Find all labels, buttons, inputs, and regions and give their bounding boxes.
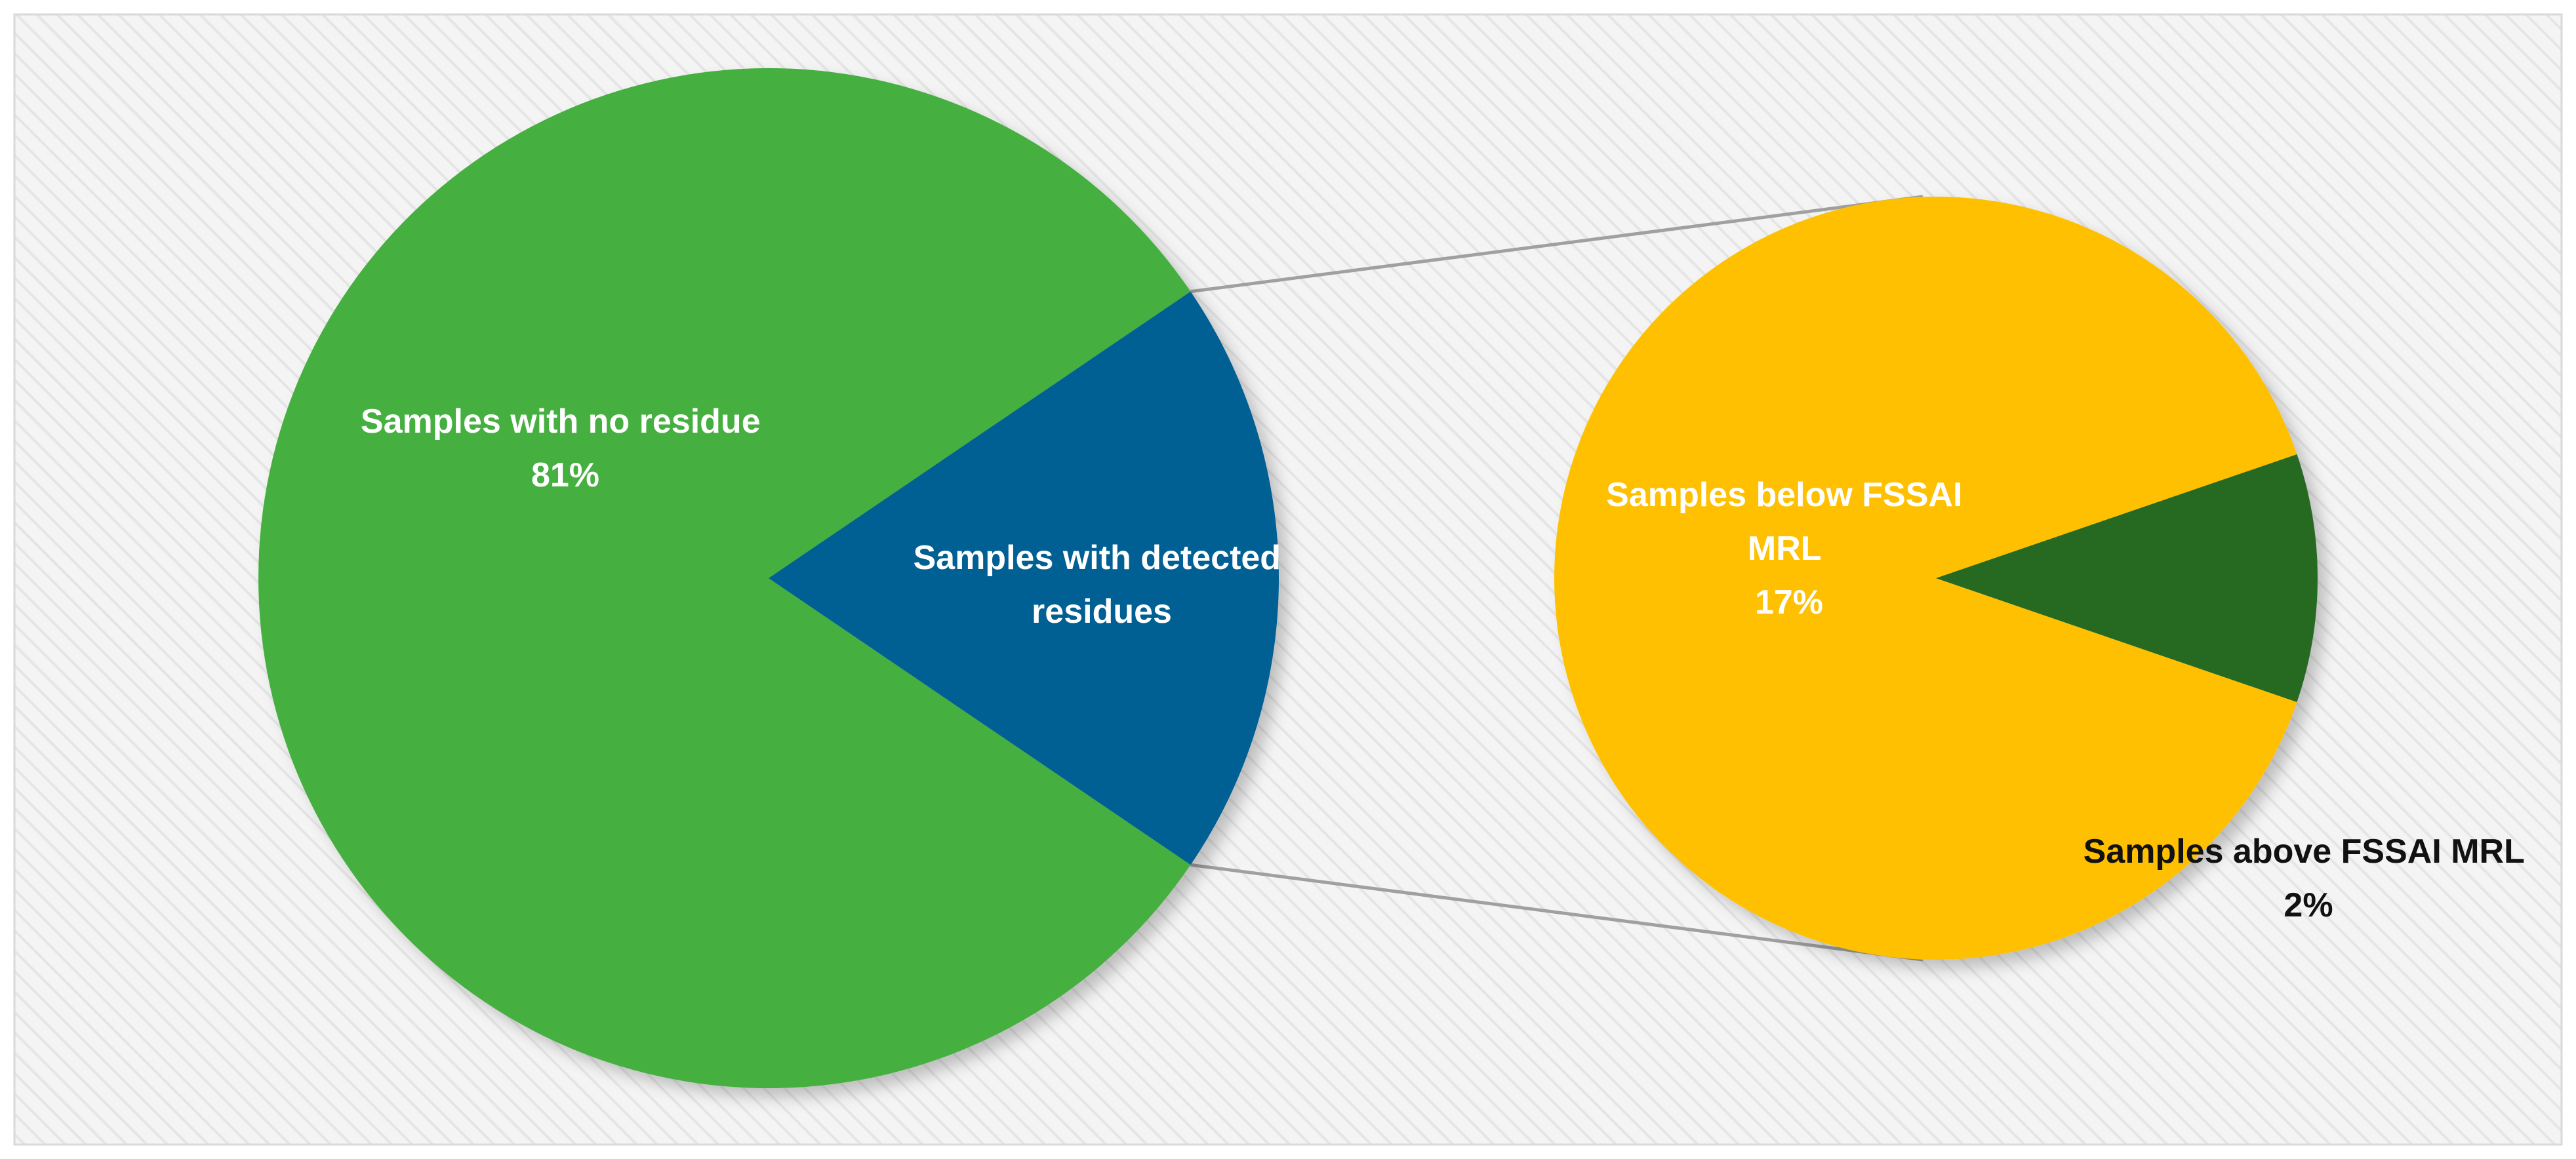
label-no-residue-name: Samples with no residue [361, 403, 761, 441]
label-below-mrl: Samples below FSSAI MRL 17% [1606, 476, 1972, 621]
label-detected-line2: residues [1032, 593, 1172, 631]
connector-top [1190, 195, 1923, 294]
main-pie [258, 68, 1279, 1089]
label-above-name: Samples above FSSAI MRL [2083, 833, 2525, 871]
label-above-mrl: Samples above FSSAI MRL 2% [2083, 833, 2534, 924]
slice-above-mrl [1936, 454, 2318, 702]
slice-below-mrl [1554, 197, 2297, 960]
label-detected-residues: Samples with detected residues [913, 539, 1290, 631]
label-no-residue-value: 81% [531, 456, 599, 494]
slice-detected-residues [769, 291, 1279, 865]
label-above-value: 2% [2284, 886, 2333, 924]
label-detected-line1: Samples with detected [913, 539, 1281, 577]
label-below-value: 17% [1755, 583, 1823, 621]
label-no-residue: Samples with no residue 81% [361, 403, 770, 494]
connector-lines [1190, 195, 1923, 962]
connector-bottom [1190, 863, 1923, 962]
label-below-line1: Samples below FSSAI [1606, 476, 1962, 514]
label-below-line2: MRL [1748, 530, 1821, 568]
secondary-pie [1554, 197, 2318, 960]
slice-no-residue [258, 68, 1191, 1089]
